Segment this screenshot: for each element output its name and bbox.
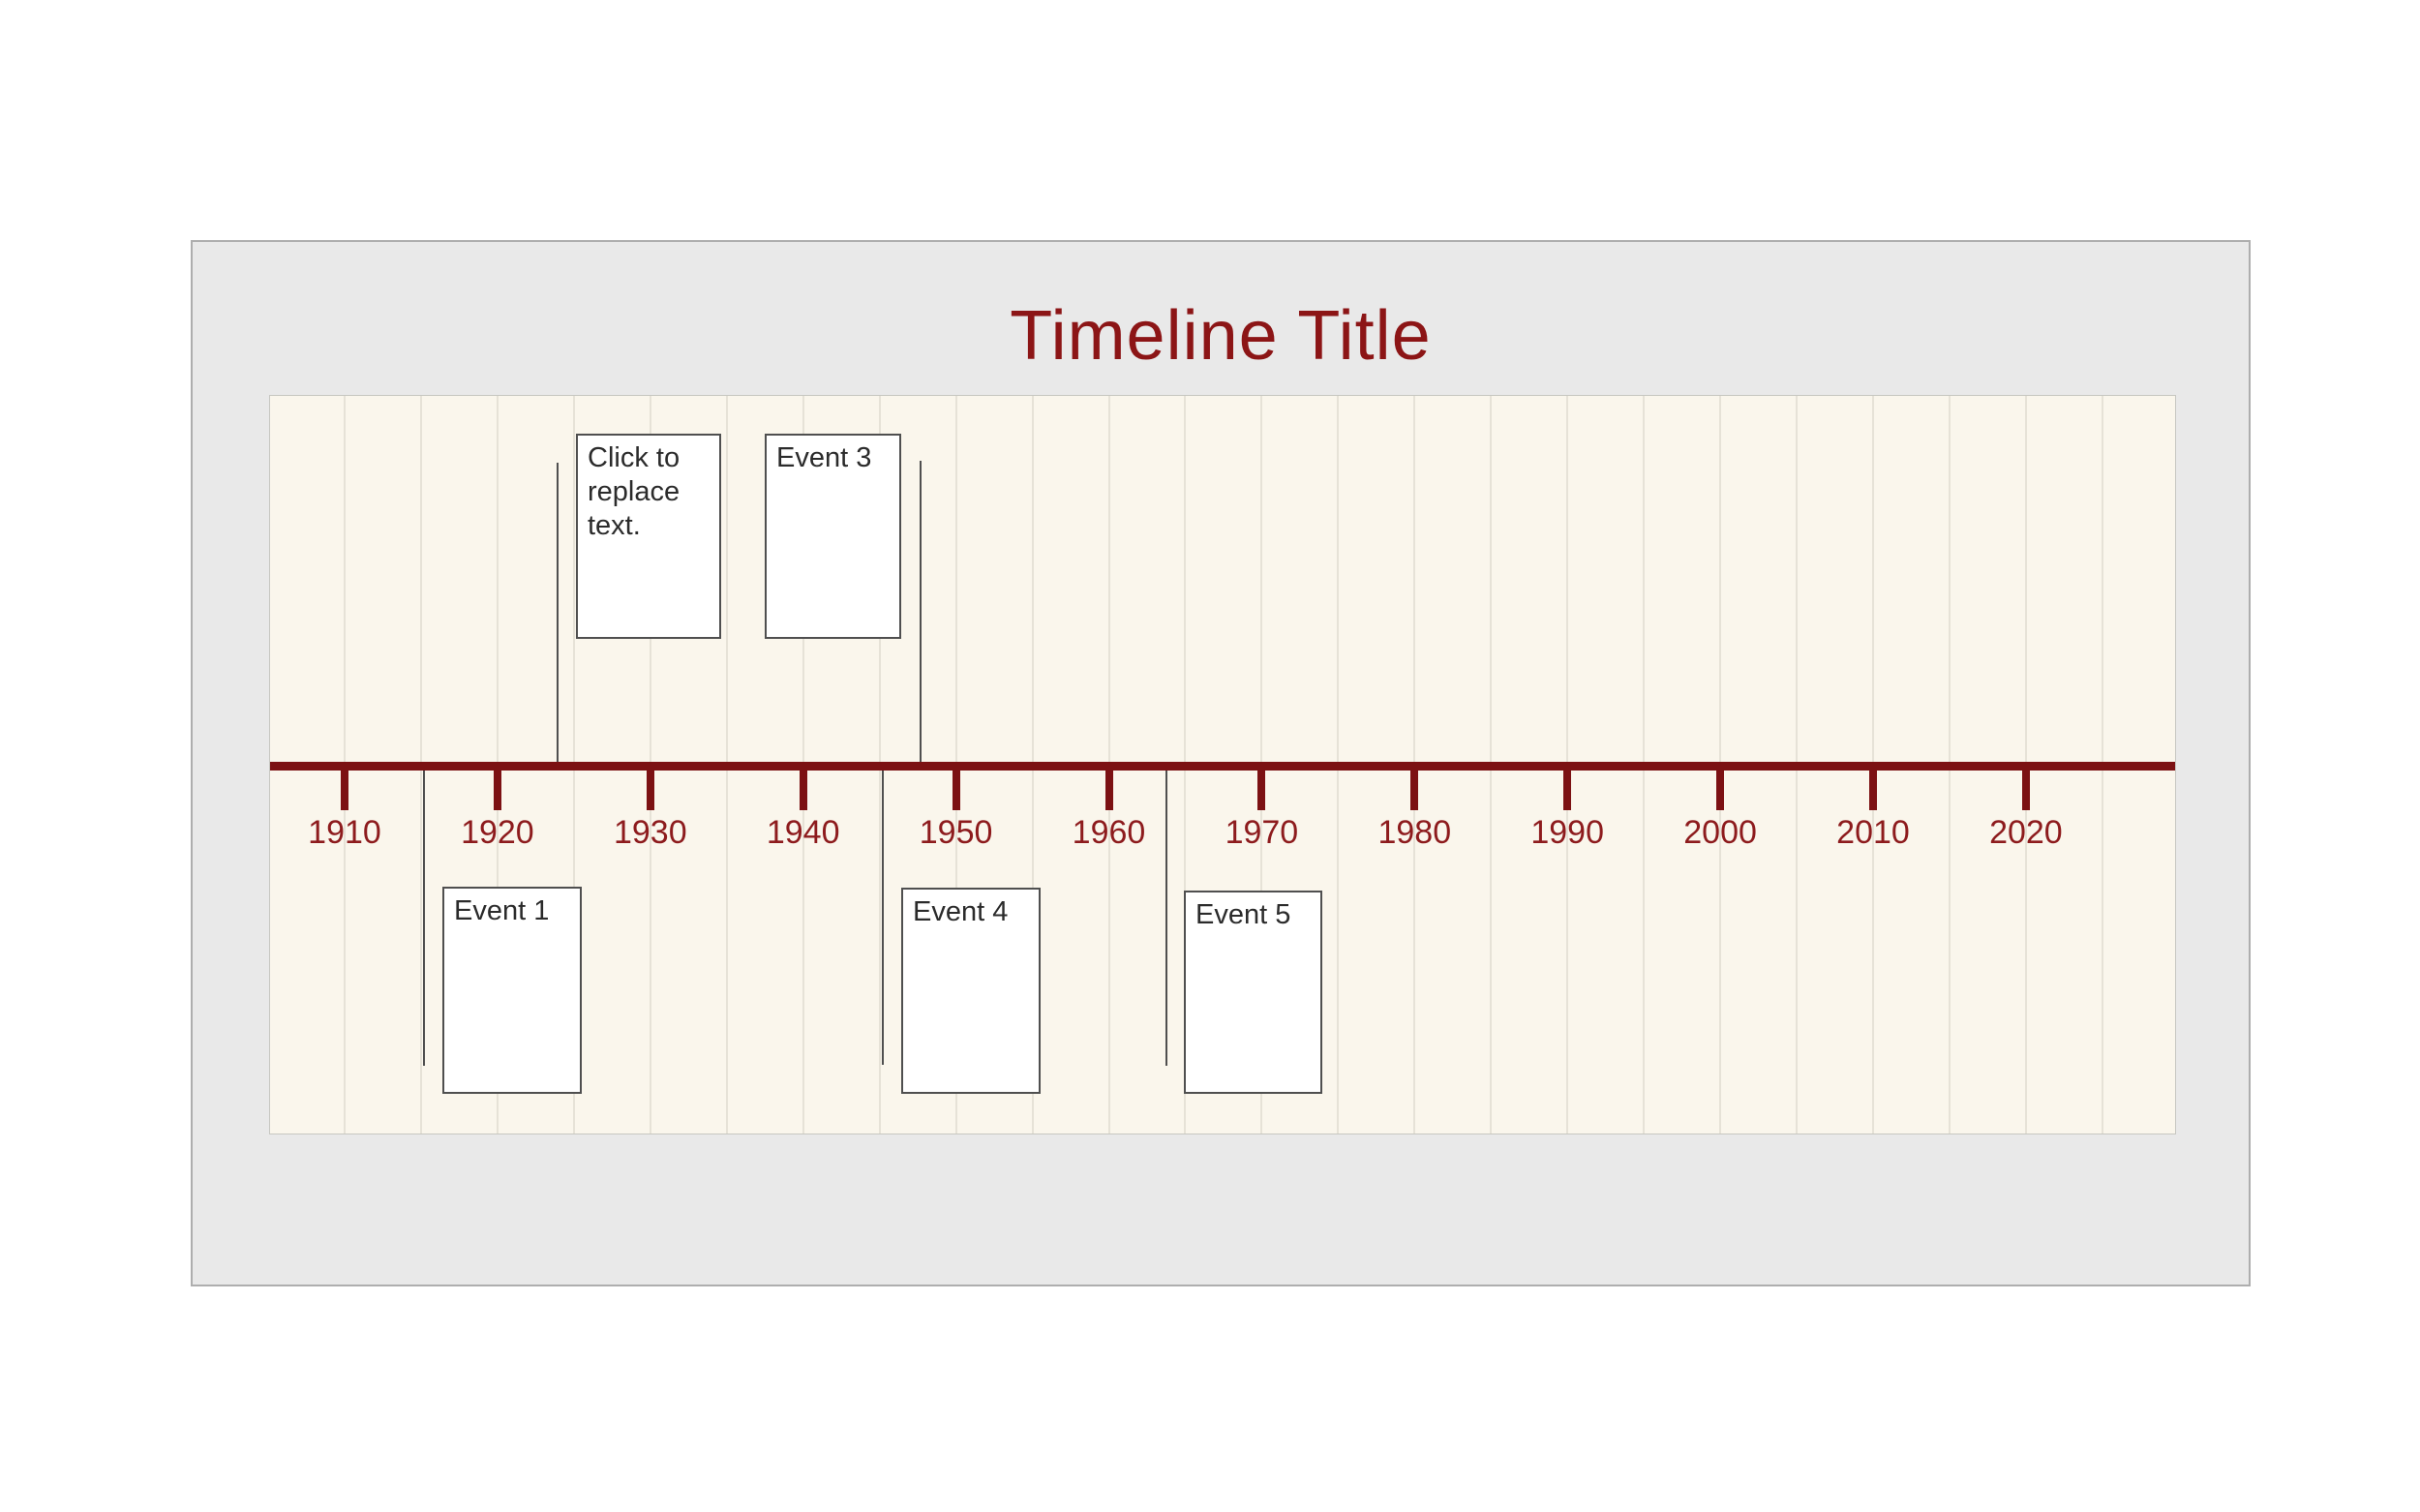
year-label: 1960: [1072, 814, 1146, 851]
decade-tick: [1869, 762, 1877, 810]
decade-tick: [952, 762, 960, 810]
leader-line-event-2: [557, 463, 559, 762]
event-box-text: Event 4: [913, 896, 1009, 927]
event-box-placeholder[interactable]: Click to replace text.: [576, 434, 721, 639]
year-label: 1980: [1377, 814, 1452, 851]
year-label: 2010: [1836, 814, 1910, 851]
event-box-event-4[interactable]: Event 4: [901, 888, 1041, 1094]
decade-tick: [2021, 762, 2030, 810]
timeline-axis: [270, 762, 2175, 771]
event-box-text: Event 5: [1195, 899, 1291, 930]
event-box-text: Event 1: [454, 895, 550, 926]
event-box-event-3[interactable]: Event 3: [765, 434, 901, 639]
year-label: 1940: [766, 814, 840, 851]
leader-line-event-1: [423, 771, 425, 1066]
year-label: 1950: [919, 814, 993, 851]
timeline-title[interactable]: Timeline Title: [1010, 297, 1432, 375]
decade-tick: [1257, 762, 1266, 810]
decade-tick: [1563, 762, 1572, 810]
event-box-event-5[interactable]: Event 5: [1184, 891, 1322, 1094]
decade-tick: [1410, 762, 1419, 810]
year-label: 1930: [613, 814, 687, 851]
leader-line-event-5: [1165, 771, 1167, 1066]
decade-tick: [493, 762, 501, 810]
timeline-plot-area: 1910 1920 1930 1940 1950 1960 1970 1980 1990 2000…: [269, 395, 2176, 1134]
year-label: 1970: [1225, 814, 1299, 851]
year-label: 2020: [1989, 814, 2063, 851]
decade-tick: [341, 762, 348, 810]
event-box-event-1[interactable]: Event 1: [442, 887, 582, 1094]
decade-tick: [799, 762, 807, 810]
event-box-text: Event 3: [776, 442, 872, 473]
year-label: 1990: [1530, 814, 1604, 851]
decade-tick: [1104, 762, 1113, 810]
year-label: 2000: [1683, 814, 1757, 851]
leader-line-event-3: [920, 461, 922, 762]
leader-line-event-4: [882, 771, 884, 1065]
year-label: 1920: [461, 814, 534, 851]
year-label: 1910: [308, 814, 381, 851]
event-box-text: Click to replace text.: [588, 442, 681, 541]
decade-tick: [1716, 762, 1725, 810]
decade-tick: [646, 762, 654, 810]
